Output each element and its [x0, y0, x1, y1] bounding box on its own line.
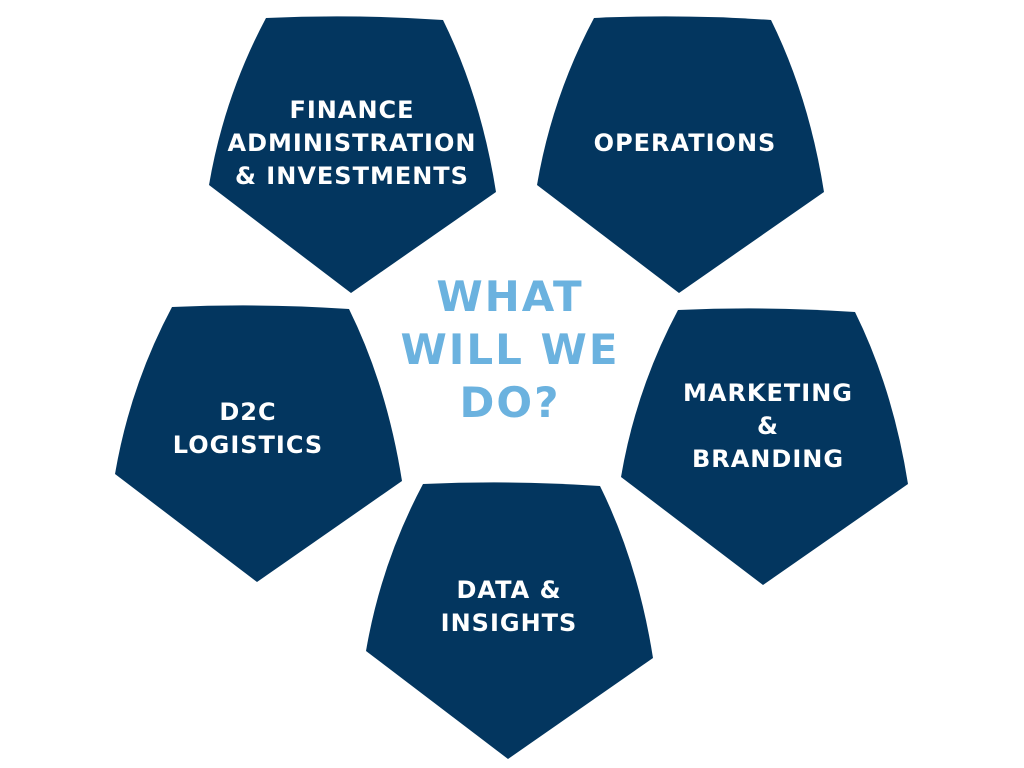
label-line: & — [757, 412, 779, 440]
section-operations: OPERATIONS — [594, 127, 777, 160]
center-line: WILL WE — [400, 325, 620, 374]
section-data: DATA & INSIGHTS — [441, 574, 578, 640]
label-line: FINANCE — [289, 96, 415, 124]
label-line: BRANDING — [691, 445, 845, 473]
center-title: WHAT WILL WE DO? — [400, 270, 619, 429]
section-d2c: D2C LOGISTICS — [173, 396, 323, 462]
label-line: ADMINISTRATION — [227, 129, 477, 157]
label-line: INSIGHTS — [440, 609, 578, 637]
center-line: WHAT — [436, 272, 584, 321]
label-line: LOGISTICS — [172, 431, 324, 459]
section-marketing: MARKETING & BRANDING — [683, 377, 853, 476]
label-line: D2C — [219, 398, 277, 426]
label-line: & INVESTMENTS — [235, 162, 469, 190]
label-line: MARKETING — [682, 379, 854, 407]
center-line: DO? — [459, 378, 561, 427]
label-line: DATA & — [456, 576, 562, 604]
label-line: OPERATIONS — [593, 129, 777, 157]
section-finance: FINANCE ADMINISTRATION & INVESTMENTS — [228, 94, 477, 193]
